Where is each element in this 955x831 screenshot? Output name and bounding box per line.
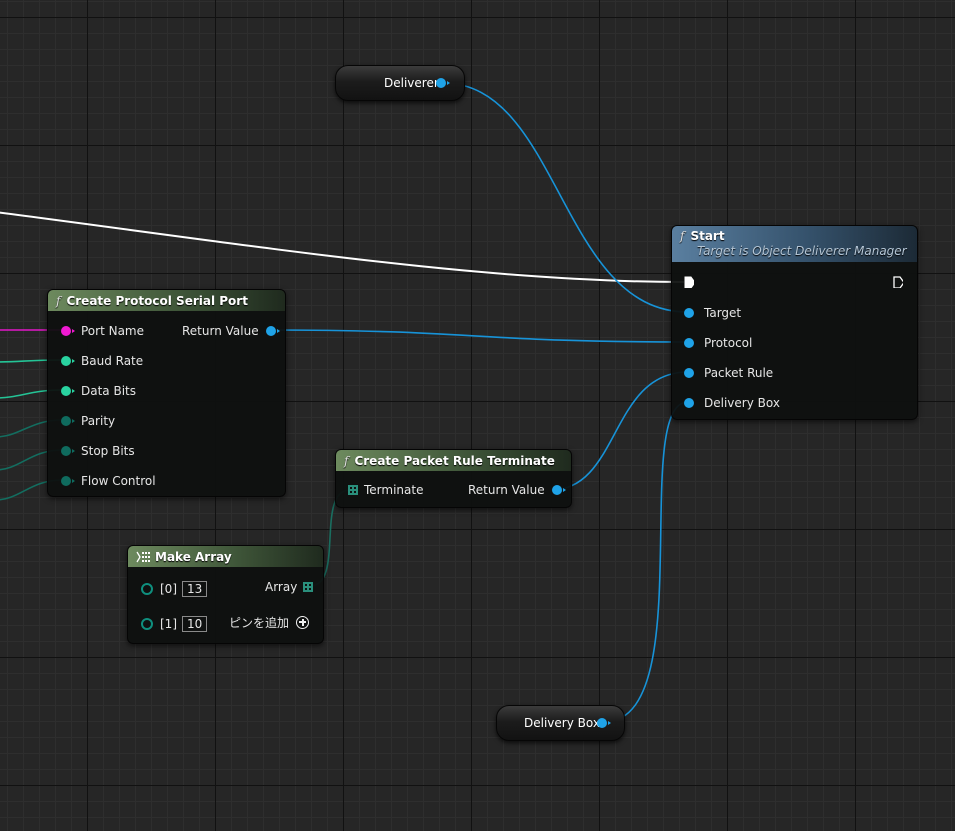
add-pin-label[interactable]: ピンを追加	[229, 615, 290, 630]
stop-bits-pin[interactable]	[61, 446, 75, 456]
flow-control-pin-row[interactable]: Flow Control	[61, 473, 156, 489]
array-output-pin-row[interactable]: Array	[265, 579, 314, 595]
start-packet-rule-pin-row[interactable]: Packet Rule	[684, 365, 773, 381]
exec-output-pin-icon[interactable]	[893, 276, 903, 288]
packet-rule-label: Packet Rule	[704, 366, 774, 380]
item-0-index: [0]	[160, 582, 177, 596]
baud-rate-label: Baud Rate	[81, 354, 144, 368]
item-1-value-field[interactable]: 10	[182, 616, 208, 632]
grid-array-icon[interactable]	[348, 485, 358, 495]
array-item-1-row[interactable]: [1] 10	[141, 616, 208, 632]
baud-rate-pin[interactable]	[61, 356, 75, 366]
function-icon: f	[56, 293, 61, 308]
make-array-icon	[136, 551, 150, 562]
packet-rule-pin[interactable]	[684, 368, 694, 378]
port-name-pin[interactable]	[61, 326, 75, 336]
packet-rule-return-pin[interactable]	[551, 485, 566, 495]
create-packet-rule-terminate-node[interactable]: f Create Packet Rule Terminate Terminate…	[335, 449, 572, 508]
target-pin[interactable]	[684, 308, 694, 318]
data-bits-label: Data Bits	[81, 384, 136, 398]
grid-array-icon[interactable]	[303, 582, 314, 592]
packet-rule-return-pin-row[interactable]: Return Value	[468, 482, 566, 498]
delivery-box-pin[interactable]	[684, 398, 694, 408]
wire-return-protocol	[265, 329, 689, 343]
packet-rule-title: Create Packet Rule Terminate	[354, 453, 555, 468]
terminate-label: Terminate	[364, 483, 424, 497]
array-item-0-row[interactable]: [0] 13	[141, 581, 208, 597]
target-label: Target	[704, 306, 742, 320]
make-array-node[interactable]: Make Array [0] 13 [1] 10 Array ピンを追加	[127, 545, 324, 644]
parity-pin[interactable]	[61, 416, 75, 426]
start-header: f Start Target is Object Deliverer Manag…	[672, 226, 917, 262]
port-name-pin-row[interactable]: Port Name	[61, 323, 144, 339]
make-array-title: Make Array	[155, 549, 232, 564]
protocol-label: Protocol	[704, 336, 753, 350]
wire-deliverybox	[603, 401, 689, 723]
flow-control-pin[interactable]	[61, 476, 75, 486]
serial-port-return-pin[interactable]	[265, 326, 280, 336]
delivery-box-output-pin[interactable]	[597, 718, 611, 728]
exec-wire	[0, 211, 685, 283]
item-0-pin[interactable]	[141, 583, 153, 595]
packet-rule-header: f Create Packet Rule Terminate	[336, 450, 571, 471]
add-pin-icon[interactable]	[296, 615, 310, 629]
stop-bits-pin-row[interactable]: Stop Bits	[61, 443, 135, 459]
deliverer-variable-node[interactable]: Deliverer	[335, 65, 465, 101]
make-array-header: Make Array	[128, 546, 323, 567]
deliverer-label: Deliverer	[384, 76, 439, 90]
item-0-value-field[interactable]: 13	[182, 581, 208, 597]
start-delivery-box-pin-row[interactable]: Delivery Box	[684, 395, 780, 411]
create-protocol-serial-port-node[interactable]: f Create Protocol Serial Port Port Name …	[47, 289, 286, 497]
item-1-index: [1]	[160, 617, 177, 631]
port-name-label: Port Name	[81, 324, 145, 338]
function-icon: f	[344, 453, 349, 468]
stop-bits-label: Stop Bits	[81, 444, 135, 458]
exec-input-pin-icon[interactable]	[684, 276, 694, 288]
serial-port-title: Create Protocol Serial Port	[66, 293, 248, 308]
parity-label: Parity	[81, 414, 116, 428]
array-output-label: Array	[265, 580, 298, 594]
delivery-box-var-label: Delivery Box	[524, 716, 600, 730]
baud-rate-pin-row[interactable]: Baud Rate	[61, 353, 143, 369]
serial-port-return-pin-row[interactable]: Return Value	[182, 323, 280, 339]
start-subtitle: Target is Object Deliverer Manager	[697, 244, 907, 258]
delivery-box-label: Delivery Box	[704, 396, 780, 410]
serial-port-header: f Create Protocol Serial Port	[48, 290, 285, 311]
deliverer-output-pin[interactable]	[436, 78, 450, 88]
wire-packetrule-return	[550, 371, 689, 491]
data-bits-pin-row[interactable]: Data Bits	[61, 383, 136, 399]
start-target-pin-row[interactable]: Target	[684, 305, 741, 321]
delivery-box-variable-node[interactable]: Delivery Box	[496, 705, 625, 741]
item-1-pin[interactable]	[141, 618, 153, 630]
add-pin-row[interactable]: ピンを追加	[229, 614, 310, 630]
flow-control-label: Flow Control	[81, 474, 156, 488]
function-icon: f	[680, 229, 685, 243]
start-title: Start	[690, 229, 725, 243]
start-node[interactable]: f Start Target is Object Deliverer Manag…	[671, 225, 918, 420]
terminate-pin-row[interactable]: Terminate	[348, 482, 423, 498]
parity-pin-row[interactable]: Parity	[61, 413, 115, 429]
wire-deliverer-target	[442, 82, 689, 313]
packet-rule-return-label: Return Value	[468, 483, 545, 497]
protocol-pin[interactable]	[684, 338, 694, 348]
serial-port-return-label: Return Value	[182, 324, 259, 338]
start-protocol-pin-row[interactable]: Protocol	[684, 335, 752, 351]
data-bits-pin[interactable]	[61, 386, 75, 396]
